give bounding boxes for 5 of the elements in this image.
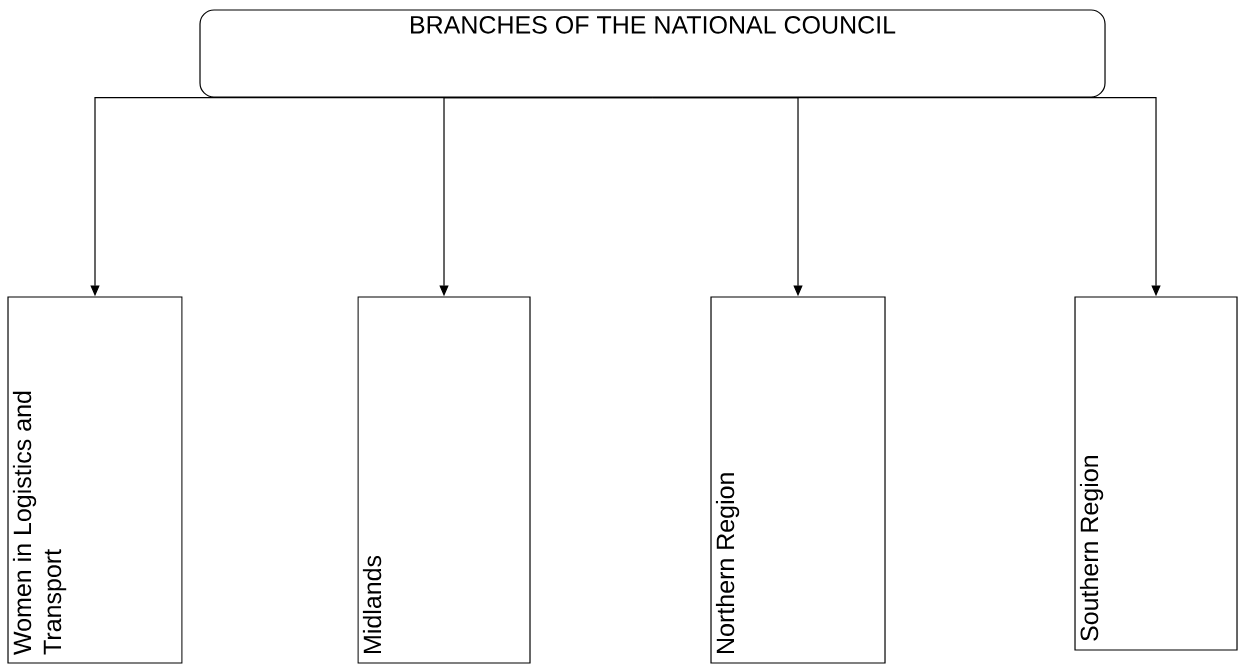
title-box: BRANCHES OF THE NATIONAL COUNCIL — [199, 9, 1106, 98]
branch-box: Women in Logistics and Transport — [7, 296, 183, 664]
branch-box: Midlands — [357, 296, 531, 664]
branch-box: Southern Region — [1074, 296, 1238, 651]
branch-box: Northern Region — [710, 296, 886, 664]
